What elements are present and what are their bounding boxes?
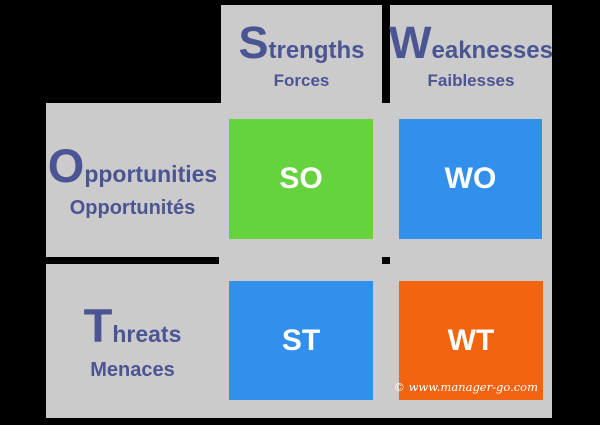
weaknesses-header-panel bbox=[390, 5, 552, 103]
st-cell-label: ST bbox=[281, 323, 321, 357]
wt-quadrant-cell: WT © www.manager-go.com bbox=[393, 281, 543, 400]
wo-quadrant-cell: WO bbox=[399, 119, 542, 239]
weaknesses-subtitle-french: Faiblesses bbox=[427, 70, 515, 90]
opportunities-title-rest: pportunities bbox=[84, 161, 218, 187]
strengths-header-panel bbox=[221, 5, 382, 103]
strengths-title-rest: trengths bbox=[268, 36, 365, 64]
st-quadrant-cell: ST bbox=[229, 281, 373, 400]
column-divider-square bbox=[382, 257, 390, 264]
opportunities-initial-letter: O bbox=[47, 139, 85, 192]
strengths-initial-letter: S bbox=[238, 16, 269, 68]
threats-title-rest: hreats bbox=[112, 321, 182, 347]
opportunities-subtitle-french: Opportunités bbox=[69, 197, 196, 219]
watermark-text: © www.manager-go.com bbox=[393, 379, 538, 394]
so-quadrant-cell: SO bbox=[229, 119, 373, 239]
threats-initial-letter: T bbox=[83, 299, 113, 352]
wt-cell-label: WT bbox=[447, 323, 495, 357]
weaknesses-title-rest: eaknesses bbox=[431, 36, 553, 64]
weaknesses-initial-letter: W bbox=[389, 16, 432, 68]
threats-subtitle-french: Menaces bbox=[90, 359, 175, 381]
so-cell-label: SO bbox=[279, 162, 323, 195]
row-divider-bar bbox=[0, 257, 219, 264]
strengths-subtitle-french: Forces bbox=[273, 70, 330, 90]
wo-cell-label: WO bbox=[444, 162, 497, 195]
